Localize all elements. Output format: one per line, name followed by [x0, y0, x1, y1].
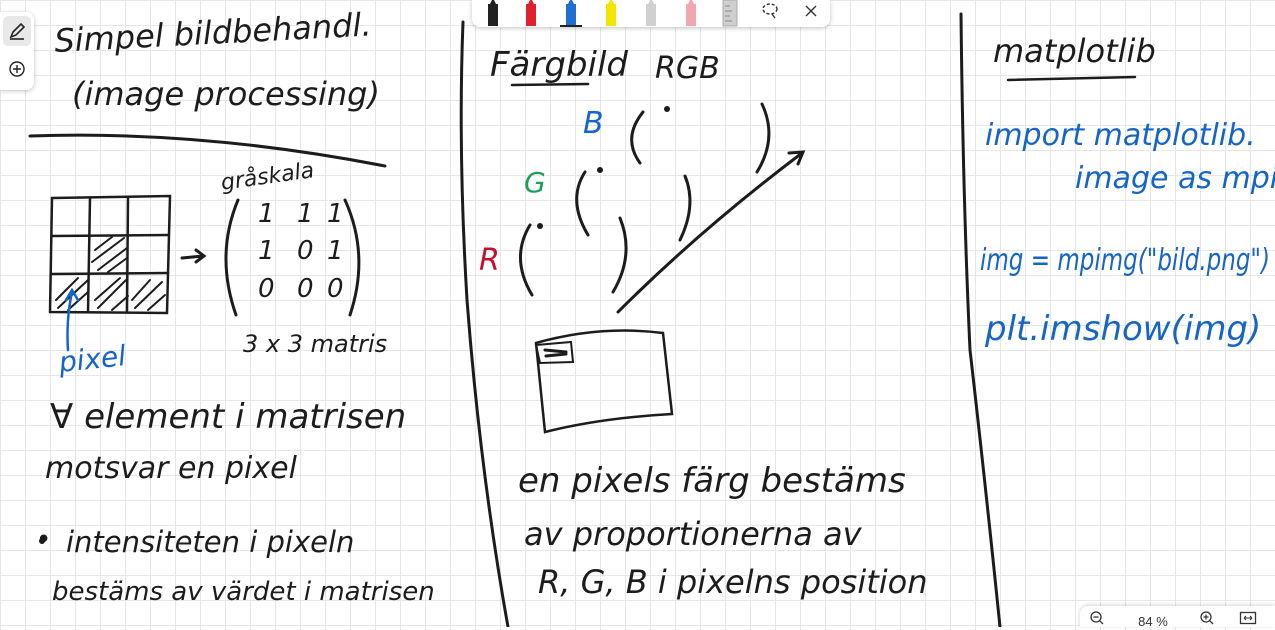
- arrow-to-matrix: [180, 248, 207, 264]
- eraser-icon[interactable]: [640, 0, 662, 32]
- matrix-cell: 0: [327, 274, 344, 304]
- col1-title2: (image processing): [72, 75, 380, 113]
- col1-line2: motsvar en pixel: [45, 451, 298, 486]
- col2-line2: av proportionerna av: [524, 515, 863, 553]
- col2-title2: RGB: [655, 51, 720, 86]
- black-pen-icon[interactable]: [482, 0, 504, 32]
- col2-line3: R, G, B i pixelns position: [538, 563, 928, 601]
- pixel-label: pixel: [56, 339, 127, 379]
- col1-line3: intensiteten i pixeln: [66, 525, 354, 559]
- ruler-icon[interactable]: [720, 0, 742, 32]
- r-bracket-left: [519, 223, 534, 297]
- col3-code3: img = mpimg("bild.png"): [980, 243, 1270, 278]
- close-icon[interactable]: [798, 0, 824, 22]
- g-bracket-right: [678, 174, 692, 242]
- image-frame: [534, 329, 674, 434]
- col1-title1: Simpel bildbehandl.: [53, 5, 372, 60]
- add-icon[interactable]: [3, 54, 31, 84]
- side-tool-panel: [0, 12, 34, 90]
- label-b: B: [583, 106, 604, 141]
- matrix-cell: 0: [258, 274, 275, 304]
- b-bracket-right: [755, 102, 771, 174]
- matrix-cell: 1: [327, 199, 344, 229]
- matrix-cell: 0: [297, 236, 314, 266]
- g-bracket-left: [575, 170, 590, 237]
- pen-toolbar: [472, 0, 830, 27]
- divider-left: [459, 20, 510, 627]
- pixel-grid: [48, 194, 172, 315]
- label-g: G: [524, 166, 546, 199]
- fit-to-screen-icon[interactable]: [1237, 610, 1259, 630]
- lasso-select-icon[interactable]: [757, 0, 783, 22]
- col3-code1: import matplotlib.: [985, 118, 1256, 153]
- col3-title: matplotlib: [993, 32, 1156, 70]
- red-pen-icon[interactable]: [520, 0, 542, 32]
- col1-bullet: •: [36, 525, 51, 555]
- matrix-bracket-right: [343, 198, 361, 317]
- zoom-bar: 84 %: [1080, 606, 1275, 630]
- b-bracket-left: [630, 110, 645, 165]
- matrix-cell: 1: [258, 199, 275, 229]
- divider-right: [959, 12, 1002, 627]
- col1-line4: bestäms av värdet i matrisen: [52, 577, 435, 607]
- zoom-out-icon[interactable]: [1086, 610, 1108, 630]
- label-r: R: [479, 243, 500, 278]
- image-pixel: [534, 340, 575, 365]
- matrix-cell: 1: [327, 236, 344, 266]
- pink-eraser-icon[interactable]: [680, 0, 702, 32]
- zoom-level: 84 %: [1138, 614, 1168, 629]
- yellow-highlighter-icon[interactable]: [600, 0, 622, 32]
- matrix-cell: 1: [297, 199, 314, 229]
- blue-pen-icon[interactable]: [560, 0, 582, 32]
- col2-title: Färgbild: [490, 45, 628, 85]
- matrix-caption: 3 x 3 matris: [243, 330, 387, 358]
- zoom-in-icon[interactable]: [1196, 610, 1218, 630]
- pixel-arrow: [64, 287, 80, 352]
- col3-code4: plt.imshow(img): [984, 309, 1261, 349]
- r-bracket-right: [611, 216, 628, 294]
- col3-code2: image as mpimg: [1075, 161, 1275, 196]
- gray-label: gråskala: [219, 157, 315, 196]
- matplotlib-underline: [1006, 75, 1137, 82]
- col1-line1: ∀ element i matrisen: [50, 397, 406, 437]
- matrix-cell: 1: [258, 236, 275, 266]
- pen-icon[interactable]: [3, 16, 31, 46]
- fargbild-underline: [510, 82, 590, 87]
- matrix-cell: 0: [297, 274, 314, 304]
- matrix-bracket-left: [224, 198, 240, 317]
- title-underline: [28, 133, 387, 168]
- rgb-arrow: [616, 150, 806, 314]
- col2-line1: en pixels färg bestäms: [518, 461, 906, 501]
